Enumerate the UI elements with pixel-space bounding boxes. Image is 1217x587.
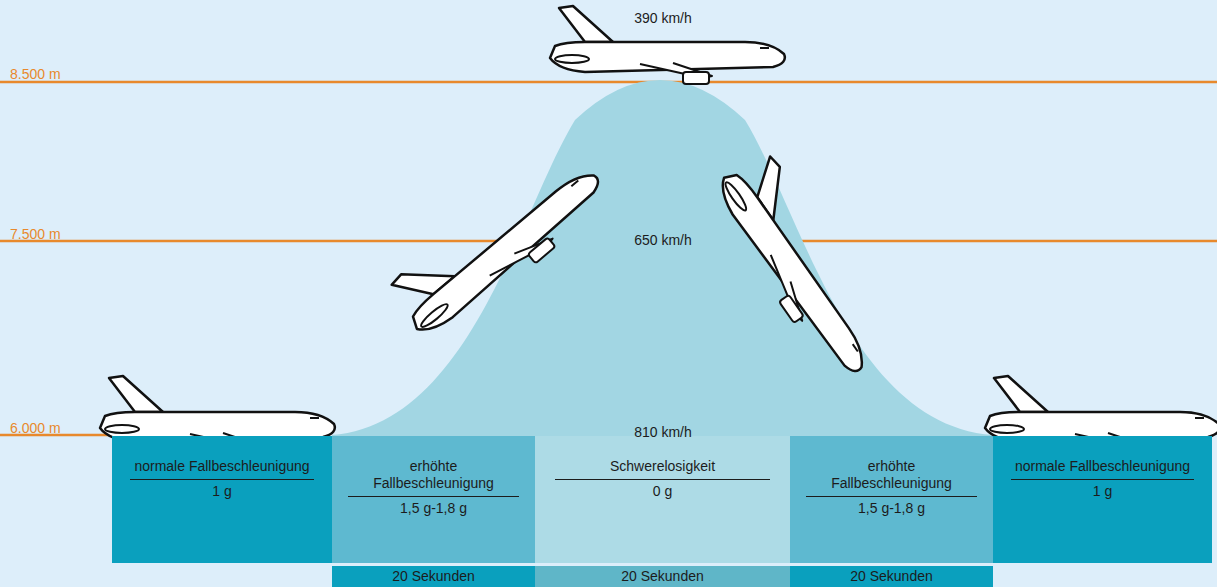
airplane — [550, 6, 785, 84]
g-value: 1 g — [1093, 483, 1112, 500]
g-value: 0 g — [653, 483, 672, 500]
g-value: 1,5 g-1,8 g — [400, 500, 467, 517]
duration-text: 20 Sekunden — [621, 568, 704, 585]
duration-text: 20 Sekunden — [850, 568, 933, 585]
duration-box: 20 Sekunden — [535, 566, 790, 587]
speed-label: 810 km/h — [634, 424, 692, 440]
phase-name: erhöhte Fallbeschleunigung — [806, 458, 977, 497]
airplane — [383, 138, 613, 349]
phase-column: erhöhte Fallbeschleunigung 1,5 g-1,8 g — [790, 436, 993, 563]
g-value: 1 g — [212, 483, 231, 500]
phase-column: Schwerelosigkeit 0 g — [535, 436, 790, 563]
airplane — [703, 148, 902, 385]
phase-name: normale Fallbeschleunigung — [130, 458, 315, 480]
duration-box: 20 Sekunden — [790, 566, 993, 587]
phase-column: normale Fallbeschleunigung 1 g — [993, 436, 1212, 563]
phase-name: erhöhte Fallbeschleunigung — [348, 458, 519, 497]
parabola-shape — [332, 80, 993, 563]
altitude-label: 8.500 m — [10, 66, 61, 82]
altitude-label: 6.000 m — [10, 420, 61, 436]
phase-name: Schwerelosigkeit — [555, 458, 769, 480]
phase-column: erhöhte Fallbeschleunigung 1,5 g-1,8 g — [332, 436, 535, 563]
duration-text: 20 Sekunden — [392, 568, 475, 585]
speed-label: 390 km/h — [634, 10, 692, 26]
g-value: 1,5 g-1,8 g — [858, 500, 925, 517]
altitude-line — [0, 81, 1217, 84]
speed-label: 650 km/h — [634, 232, 692, 248]
duration-box: 20 Sekunden — [332, 566, 535, 587]
phase-name: normale Fallbeschleunigung — [1011, 458, 1195, 480]
altitude-label: 7.500 m — [10, 226, 61, 242]
phase-column: normale Fallbeschleunigung 1 g — [112, 436, 332, 563]
